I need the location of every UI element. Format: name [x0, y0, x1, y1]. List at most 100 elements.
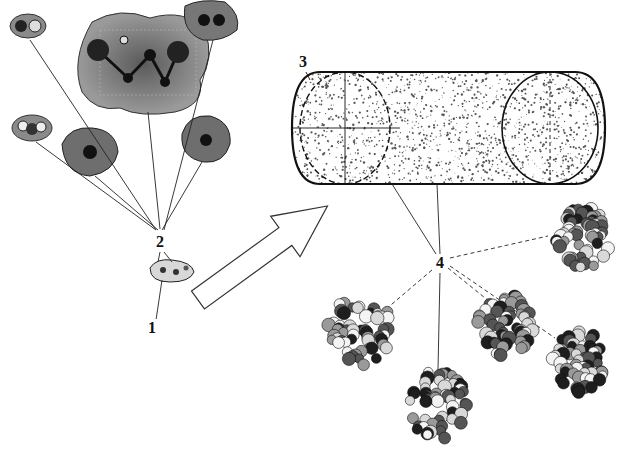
stipple-dot — [506, 172, 507, 173]
leader-lines — [385, 184, 555, 370]
stipple-dot — [357, 153, 359, 155]
stipple-dot — [361, 157, 362, 158]
stipple-dot — [548, 99, 550, 101]
stipple-dot — [496, 95, 497, 96]
stipple-dot — [388, 94, 389, 95]
stipple-dot — [518, 137, 520, 139]
stipple-dot — [464, 83, 466, 85]
stipple-dot — [543, 99, 544, 100]
stipple-dot — [382, 145, 384, 147]
stipple-dot — [545, 148, 547, 150]
stipple-dot — [503, 128, 504, 129]
stipple-dot — [452, 79, 454, 81]
stipple-dot — [532, 80, 534, 82]
stipple-dot — [546, 91, 547, 92]
stipple-dot — [366, 110, 368, 112]
stipple-dot — [509, 80, 511, 82]
stipple-dot — [404, 90, 406, 92]
stipple-dot — [430, 114, 431, 115]
stipple-dot — [589, 86, 590, 87]
stipple-dot — [474, 106, 476, 108]
stipple-dot — [461, 148, 463, 150]
stipple-dot — [302, 118, 303, 119]
stipple-dot — [352, 112, 353, 113]
stipple-dot — [309, 112, 310, 113]
stipple-dot — [304, 165, 306, 167]
stipple-dot — [363, 172, 365, 174]
stipple-dot — [460, 74, 461, 75]
stipple-dot — [476, 106, 477, 107]
stipple-dot — [375, 94, 377, 96]
stipple-dot — [524, 144, 525, 145]
stipple-dot — [302, 140, 303, 141]
stipple-dot — [461, 163, 462, 164]
stipple-dot — [314, 175, 316, 177]
stipple-dot — [375, 92, 377, 94]
stipple-dot — [463, 116, 465, 118]
stipple-dot — [482, 169, 484, 171]
stipple-dot — [493, 126, 494, 127]
stipple-dot — [503, 174, 505, 176]
stipple-dot — [430, 110, 432, 112]
stipple-dot — [530, 139, 532, 141]
stipple-dot — [324, 174, 326, 176]
stipple-dot — [511, 103, 512, 104]
stipple-dot — [319, 74, 320, 75]
stipple-dot — [323, 76, 324, 77]
stipple-dot — [499, 159, 500, 160]
stipple-dot — [573, 137, 574, 138]
stipple-dot — [475, 80, 477, 82]
cylinder-vessel — [291, 71, 606, 185]
stipple-dot — [561, 142, 563, 144]
stipple-dot — [563, 131, 564, 132]
stipple-dot — [329, 153, 330, 154]
stipple-dot — [601, 73, 603, 75]
stipple-dot — [388, 107, 390, 109]
stipple-dot — [460, 85, 462, 87]
stipple-dot — [584, 98, 586, 100]
stipple-dot — [301, 88, 302, 89]
stipple-dot — [341, 161, 343, 163]
stipple-dot — [308, 103, 310, 105]
stipple-dot — [364, 173, 366, 175]
stipple-dot — [303, 116, 305, 118]
stipple-dot — [471, 174, 473, 176]
stipple-dot — [336, 157, 337, 158]
stipple-dot — [447, 77, 449, 79]
stipple-dot — [464, 109, 465, 110]
stipple-dot — [295, 183, 296, 184]
stipple-dot — [528, 110, 530, 112]
stipple-dot — [535, 165, 537, 167]
stipple-dot — [458, 105, 459, 106]
stipple-dot — [597, 72, 599, 74]
stipple-dot — [326, 174, 327, 175]
stipple-dot — [407, 138, 409, 140]
stipple-dot — [379, 95, 381, 97]
stipple-dot — [547, 98, 548, 99]
stipple-dot — [448, 163, 449, 164]
stipple-dot — [537, 131, 539, 133]
stipple-dot — [307, 110, 309, 112]
stipple-dot — [457, 175, 459, 177]
stipple-dot — [397, 75, 399, 77]
stipple-dot — [542, 143, 544, 145]
stipple-dot — [358, 121, 360, 123]
stipple-dot — [545, 141, 547, 143]
stipple-dot — [551, 95, 553, 97]
stipple-dot — [468, 147, 469, 148]
stipple-dot — [497, 126, 498, 127]
stipple-dot — [431, 132, 433, 134]
stipple-dot — [556, 89, 557, 90]
stipple-dot — [442, 87, 443, 88]
stipple-dot — [363, 98, 365, 100]
stipple-dot — [369, 152, 371, 154]
stipple-dot — [489, 160, 491, 162]
stipple-dot — [536, 78, 538, 80]
stipple-dot — [516, 174, 518, 176]
stipple-dot — [343, 112, 344, 113]
stipple-dot — [578, 127, 580, 129]
particle — [589, 261, 598, 270]
stipple-dot — [481, 164, 483, 166]
stipple-dot — [528, 124, 530, 126]
stipple-dot — [508, 83, 510, 85]
